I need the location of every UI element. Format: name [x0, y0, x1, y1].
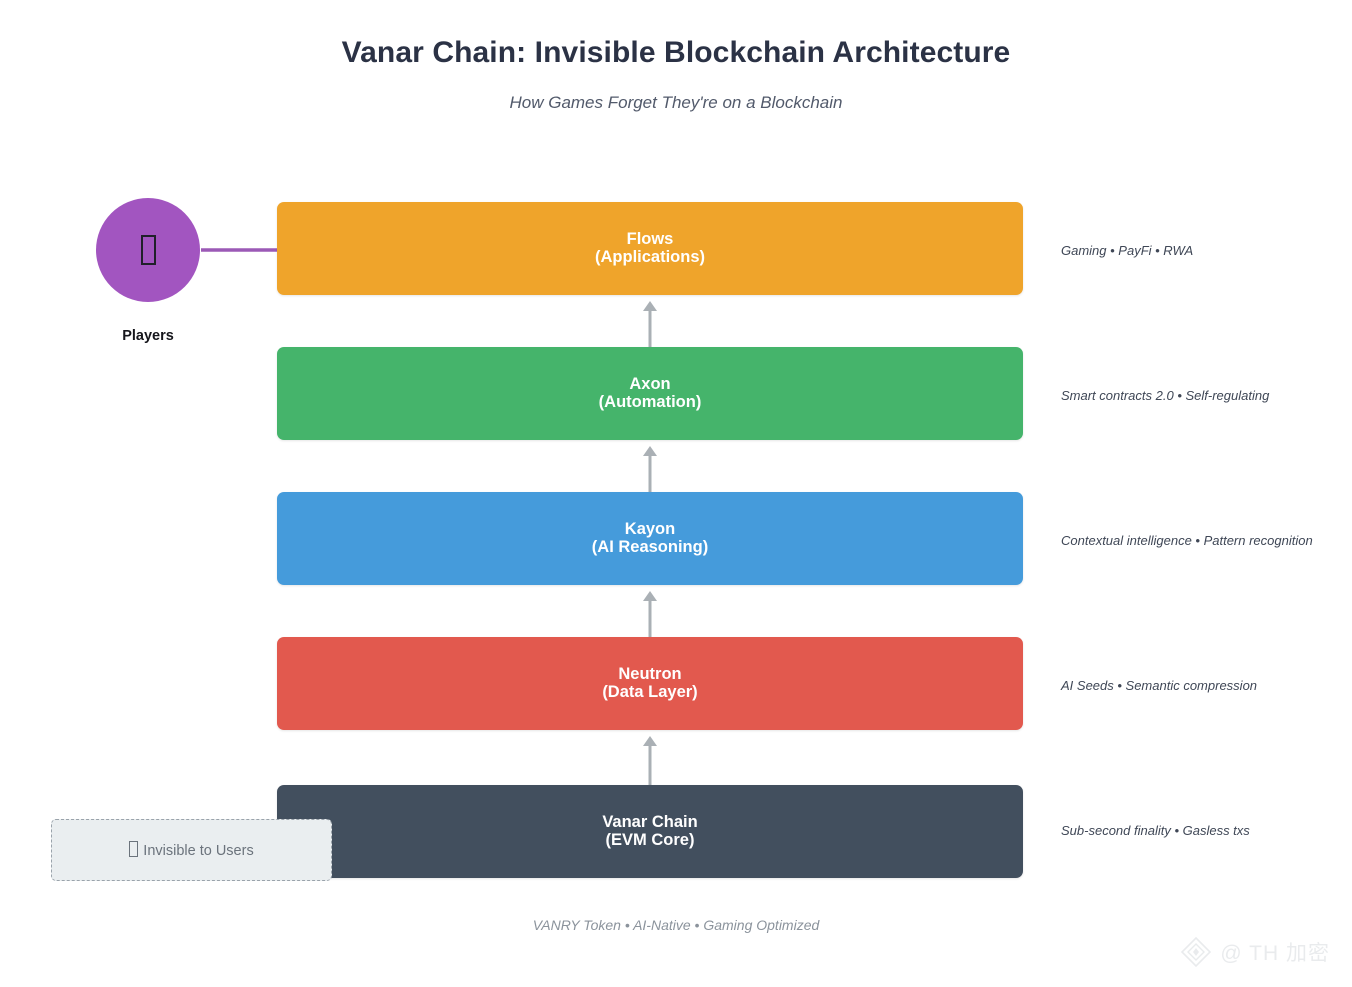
- layer-sublabel-neutron: (Data Layer): [602, 682, 698, 701]
- layer-title-flows: Flows: [626, 230, 674, 249]
- layer-box-vanar-chain[interactable]: Vanar Chain (EVM Core): [277, 785, 1023, 878]
- invisible-to-users-callout: Invisible to Users: [51, 819, 332, 881]
- players-circle: [96, 198, 200, 302]
- invisible-to-users-text: Invisible to Users: [143, 843, 254, 859]
- layer-title-neutron: Neutron: [618, 665, 682, 684]
- layer-title-vanar-chain: Vanar Chain: [602, 813, 698, 832]
- players-label: Players: [122, 328, 174, 344]
- flow-arrow-neutron-to-kayon-icon: [643, 591, 657, 640]
- layer-sublabel-vanar-chain: (EVM Core): [605, 830, 695, 849]
- layer-note-neutron: AI Seeds • Semantic compression: [1061, 678, 1258, 693]
- flow-arrow-axon-to-flows-icon: [643, 301, 657, 350]
- watermark: @ TH 加密: [1179, 935, 1330, 969]
- layer-box-neutron[interactable]: Neutron (Data Layer): [277, 637, 1023, 730]
- player-avatar-icon: [140, 235, 156, 265]
- diamond-logo-icon: [1181, 936, 1212, 968]
- layer-box-flows[interactable]: Flows (Applications): [277, 202, 1023, 295]
- layer-box-kayon[interactable]: Kayon (AI Reasoning): [277, 492, 1023, 585]
- layer-note-flows: Gaming • PayFi • RWA: [1061, 243, 1194, 258]
- layer-note-kayon: Contextual intelligence • Pattern recogn…: [1061, 533, 1313, 548]
- layer-box-axon[interactable]: Axon (Automation): [277, 347, 1023, 440]
- flow-arrow-vanar-to-neutron-icon: [643, 736, 657, 785]
- footer-note: VANRY Token • AI-Native • Gaming Optimiz…: [532, 917, 820, 933]
- invisible-glyph-icon: [129, 841, 139, 857]
- players-actor-group: Players: [96, 198, 380, 358]
- page-subtitle: How Games Forget They're on a Blockchain: [509, 93, 843, 112]
- watermark-text: @ TH 加密: [1220, 942, 1330, 965]
- invisible-to-users-label: Invisible to Users: [129, 841, 254, 859]
- layer-note-axon: Smart contracts 2.0 • Self-regulating: [1061, 388, 1270, 403]
- layer-sublabel-flows: (Applications): [595, 247, 705, 266]
- layer-title-axon: Axon: [629, 375, 671, 394]
- layer-sublabel-kayon: (AI Reasoning): [591, 537, 709, 556]
- layer-note-vanar-chain: Sub-second finality • Gasless txs: [1061, 823, 1250, 838]
- layer-title-kayon: Kayon: [624, 520, 676, 539]
- flow-arrow-kayon-to-axon-icon: [643, 446, 657, 495]
- page-title: Vanar Chain: Invisible Blockchain Archit…: [341, 36, 1011, 69]
- layer-sublabel-axon: (Automation): [598, 392, 702, 411]
